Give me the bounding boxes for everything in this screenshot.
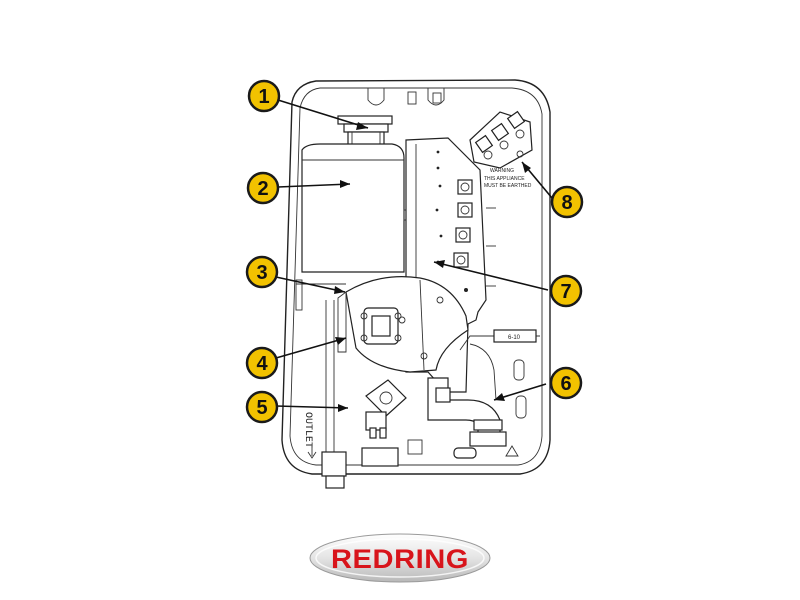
leader-1 <box>277 99 369 129</box>
arrowhead-1 <box>356 122 368 130</box>
shower-casing <box>281 79 551 475</box>
outlet-label: OUTLET <box>302 412 313 448</box>
warning-line2: MUST BE EARTHED <box>484 183 532 189</box>
callout-7: 7 <box>549 274 583 308</box>
leader-lines <box>275 99 553 412</box>
warning-title: WARNING <box>490 168 514 174</box>
terminal-block <box>469 110 533 169</box>
leader-4 <box>275 337 347 359</box>
callout-1-label: 1 <box>258 86 269 108</box>
arrowhead-3 <box>334 286 345 294</box>
logo-badge <box>309 533 491 583</box>
callout-2-label: 2 <box>257 178 268 200</box>
callout-6: 6 <box>549 366 583 400</box>
arrowhead-6 <box>494 393 505 401</box>
arrowhead-2 <box>340 180 350 188</box>
redring-logo: REDRING <box>309 533 491 583</box>
flow-valve-assembly <box>295 276 469 373</box>
callout-8: 8 <box>550 185 584 219</box>
callout-3-label: 3 <box>256 262 267 284</box>
leader-2 <box>277 183 351 188</box>
outlet-arrow <box>307 446 317 459</box>
warning-line1: THIS APPLIANCE <box>484 176 525 182</box>
heater-tank <box>301 143 411 273</box>
leader-5 <box>275 405 349 409</box>
leader-3 <box>275 276 346 293</box>
callout-5-label: 5 <box>256 397 267 419</box>
plumbing: 6-10 <box>321 300 540 489</box>
arrowhead-4 <box>335 337 346 345</box>
callout-2: 2 <box>246 171 280 205</box>
callout-4-label: 4 <box>256 353 268 375</box>
callout-3: 3 <box>245 255 279 289</box>
callout-5: 5 <box>245 390 279 424</box>
callout-4: 4 <box>245 346 279 380</box>
arrowhead-7 <box>434 260 445 268</box>
callout-6-label: 6 <box>560 373 571 395</box>
callout-7-label: 7 <box>560 281 571 303</box>
arrowhead-8 <box>522 162 531 173</box>
callout-1: 1 <box>247 79 281 113</box>
callout-8-label: 8 <box>561 192 572 214</box>
logo-text: REDRING <box>331 544 469 574</box>
leader-7 <box>433 261 549 291</box>
callouts: 1 2 3 4 5 6 7 8 <box>245 79 584 424</box>
arrowhead-5 <box>338 404 348 412</box>
terminal-label: 6-10 <box>508 335 521 341</box>
